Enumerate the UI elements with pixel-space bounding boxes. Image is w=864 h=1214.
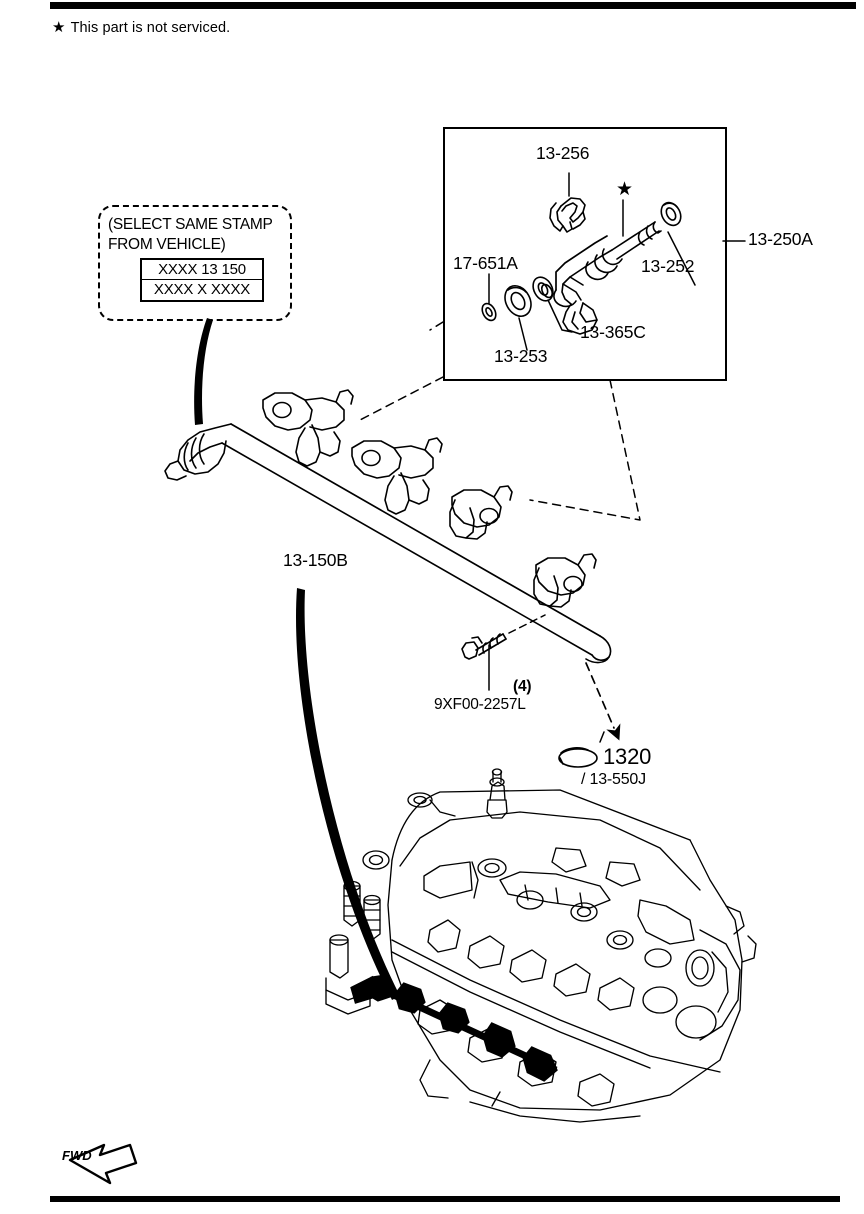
inset-to-rail-dashed-link <box>359 321 641 521</box>
inset-part-13-253-insulator <box>504 284 532 318</box>
bolt-to-rail-dashed <box>508 614 546 634</box>
label-engine-ref-number: 1320 <box>603 744 652 769</box>
label-13-256: 13-256 <box>536 143 590 163</box>
inset-star-icon: ★ <box>616 179 633 200</box>
injector-mount-4 <box>533 553 597 608</box>
stamp-callout-line2: FROM VEHICLE) <box>108 236 226 253</box>
not-serviced-note: ★This part is not serviced. <box>52 18 230 36</box>
fwd-arrow-icon <box>68 1143 138 1185</box>
inset-part-13-365C-oring <box>532 276 554 302</box>
fwd-label: FWD <box>62 1148 92 1163</box>
rail-to-engine-arrow <box>585 662 621 741</box>
engine-ref-tick <box>599 731 605 743</box>
inset-leader-lines <box>488 172 746 351</box>
stamp-selection-callout: (SELECT SAME STAMP FROM VEHICLE) XXXX 13… <box>98 205 292 321</box>
page-bottom-rule <box>50 1196 840 1202</box>
label-13-250A: 13-250A <box>748 229 813 249</box>
engine-ref-ellipse-icon <box>558 747 598 768</box>
injector-mount-1 <box>262 389 354 467</box>
installed-fuel-rail-silhouette <box>350 974 558 1082</box>
label-engine-ref-part: / 13-550J <box>581 771 646 788</box>
injector-detail-inset-box <box>443 127 727 381</box>
page-top-rule <box>50 2 856 9</box>
label-13-252: 13-252 <box>641 256 695 276</box>
inset-part-17-651A-seal <box>481 302 497 322</box>
stamp-plate-line2: XXXX X XXXX <box>153 281 251 298</box>
label-13-253: 13-253 <box>494 346 548 366</box>
fuel-rail-assembly <box>164 389 612 664</box>
injector-mount-2 <box>351 437 443 515</box>
label-17-651A: 17-651A <box>453 253 518 273</box>
inset-part-13-256-clip <box>549 197 586 233</box>
stamp-callout-text: (SELECT SAME STAMP FROM VEHICLE) <box>108 215 273 255</box>
stamp-callout-pointer <box>194 318 213 425</box>
stamp-plate: XXXX 13 150 XXXX X XXXX <box>140 258 264 302</box>
star-icon: ★ <box>52 19 66 36</box>
inset-part-13-252-oring <box>660 201 682 227</box>
label-9XF00-2257L: 9XF00-2257L <box>434 696 526 713</box>
not-serviced-note-text: This part is not serviced. <box>70 20 231 36</box>
injector-mount-3 <box>449 485 513 540</box>
bolt-9XF00-2257L <box>461 633 507 660</box>
stamp-plate-line1: XXXX 13 150 <box>142 260 262 280</box>
label-bolt-qty: (4) <box>513 678 532 695</box>
inset-injector-assembly <box>540 221 662 335</box>
stamp-callout-line1: (SELECT SAME STAMP <box>108 216 273 233</box>
label-13-365C: 13-365C <box>580 322 646 342</box>
label-13-150B: 13-150B <box>283 550 348 570</box>
